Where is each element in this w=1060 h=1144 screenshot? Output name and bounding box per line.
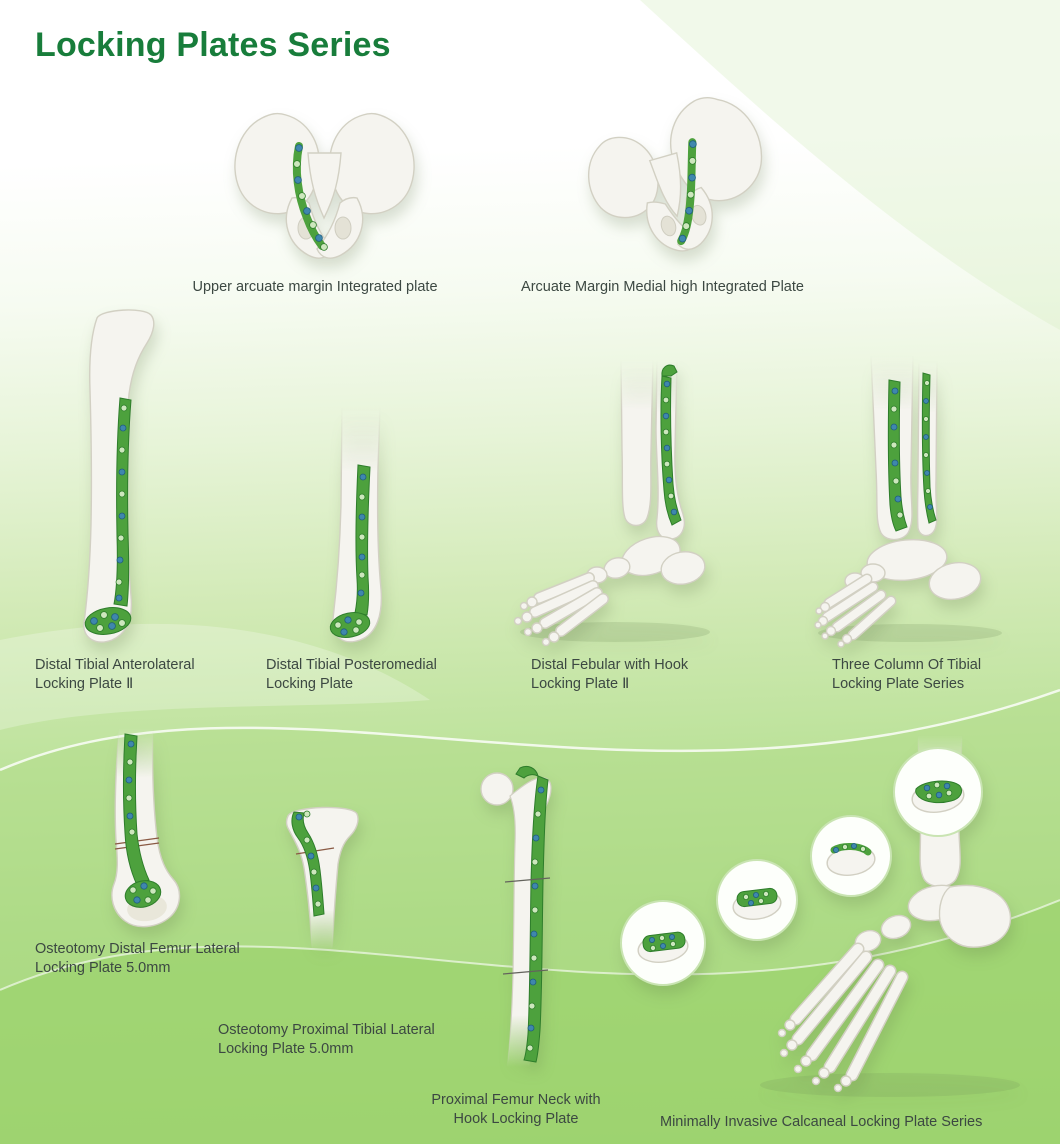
- calcaneal-foot-illustration: [620, 734, 1020, 1097]
- pelvis-oblique-illustration: [588, 96, 763, 252]
- product-osteotomy-proximal-tibial-lateral-locking-plate-50mm: Osteotomy Proximal Tibial Lateral Lockin…: [218, 800, 448, 1060]
- product-label-line: Osteotomy Proximal Tibial Lateral: [218, 1022, 435, 1038]
- product-label-line: Distal Febular with Hook: [531, 657, 689, 673]
- product-arcuate-margin-medial-high-integrated-plate: Arcuate Margin Medial high Integrated Pl…: [505, 95, 820, 295]
- product-label: Distal Tibial Posteromedial Locking Plat…: [266, 656, 437, 694]
- ankle-three-column-illustration: [814, 354, 1002, 648]
- product-three-column-of-tibial-locking-plate-series: Three Column Of Tibial Locking Plate Ser…: [810, 354, 1040, 698]
- femur-hook-plate-illustration: [480, 765, 552, 1068]
- product-label-line: Locking Plate Ⅱ: [531, 675, 630, 692]
- product-label: Minimally Invasive Calcaneal Locking Pla…: [660, 1113, 982, 1132]
- product-label-line: Osteotomy Distal Femur Lateral: [35, 941, 240, 957]
- product-label: Distal Febular with Hook Locking Plate Ⅱ: [531, 656, 688, 694]
- product-label: Osteotomy Proximal Tibial Lateral Lockin…: [218, 1021, 435, 1059]
- product-label: Distal Tibial Anterolateral Locking Plat…: [35, 656, 195, 694]
- product-label-line: Proximal Femur Neck with: [431, 1092, 601, 1108]
- distal-tibia-anterolateral-illustration: [83, 309, 155, 643]
- product-osteotomy-distal-femur-lateral-locking-plate-50mm: Osteotomy Distal Femur Lateral Locking P…: [35, 727, 255, 978]
- product-label-line: Distal Tibial Anterolateral: [35, 657, 195, 673]
- product-label-line: Hook Locking Plate: [453, 1110, 579, 1127]
- product-label-line: Locking Plate 5.0mm: [35, 959, 171, 976]
- pelvis-anterior-illustration: [234, 112, 415, 259]
- product-label-line: Minimally Invasive Calcaneal Locking Pla…: [660, 1114, 983, 1130]
- product-label-line: Locking Plate: [266, 675, 354, 692]
- product-label: Arcuate Margin Medial high Integrated Pl…: [505, 278, 820, 297]
- product-label-line: Locking Plate 5.0mm: [218, 1040, 354, 1057]
- product-label: Proximal Femur Neck with Hook Locking Pl…: [416, 1091, 616, 1129]
- proximal-tibia-illustration: [285, 806, 359, 951]
- distal-tibia-posteromedial-illustration: [329, 406, 383, 643]
- product-label-line: Locking Plate Ⅱ: [35, 675, 134, 692]
- product-label: Osteotomy Distal Femur Lateral Locking P…: [35, 940, 240, 978]
- product-label-line: Distal Tibial Posteromedial: [266, 657, 437, 673]
- product-label: Upper arcuate margin Integrated plate: [160, 278, 470, 297]
- product-proximal-femur-neck-with-hook-locking-plate: Proximal Femur Neck with Hook Locking Pl…: [416, 762, 616, 1127]
- product-label-line: Locking Plate Series: [832, 675, 965, 692]
- product-label-line: Arcuate Margin Medial high Integrated Pl…: [521, 279, 804, 295]
- distal-femur-illustration: [111, 727, 181, 928]
- product-distal-tibial-posteromedial-locking-plate: Distal Tibial Posteromedial Locking Plat…: [266, 395, 476, 698]
- product-distal-febular-with-hook-locking-plate-2: Distal Febular with Hook Locking Plate Ⅱ: [500, 359, 730, 698]
- product-minimally-invasive-calcaneal-locking-plate-series: Minimally Invasive Calcaneal Locking Pla…: [600, 734, 1030, 1130]
- product-label-line: Upper arcuate margin Integrated plate: [192, 279, 438, 295]
- product-upper-arcuate-margin-integrated-plate: Upper arcuate margin Integrated plate: [160, 98, 470, 298]
- product-label: Three Column Of Tibial Locking Plate Ser…: [832, 656, 981, 694]
- fibula-foot-illustration: [513, 359, 710, 647]
- page-title: Locking Plates Series: [35, 26, 391, 64]
- product-distal-tibial-anterolateral-locking-plate-2: Distal Tibial Anterolateral Locking Plat…: [35, 306, 265, 698]
- product-label-line: Three Column Of Tibial: [832, 657, 982, 673]
